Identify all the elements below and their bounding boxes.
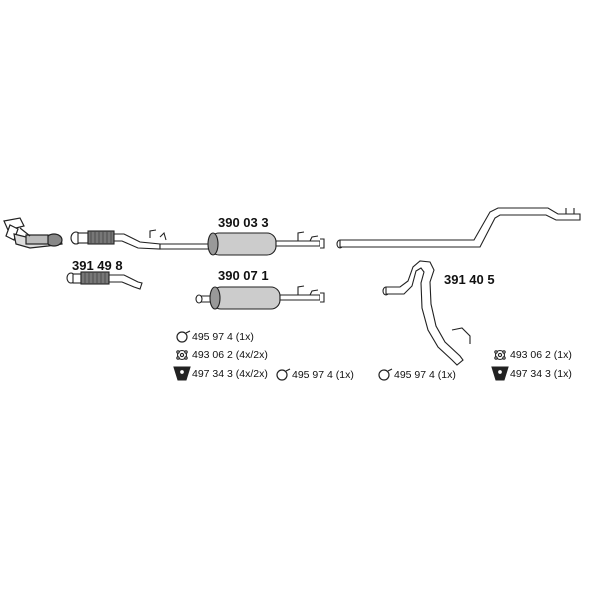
accessory-mount-label: 497 34 3 (4x/2x) <box>192 368 268 380</box>
pipe-clamp-icon <box>276 368 291 381</box>
accessory-clamp-label: 495 97 4 (1x) <box>292 369 354 381</box>
accessory-mount-label: 497 34 3 (1x) <box>510 368 572 380</box>
rubber-ring-icon <box>494 349 506 361</box>
accessory-clamp-label: 495 97 4 (1x) <box>394 369 456 381</box>
rear-pipe-part <box>382 260 471 366</box>
tail-pipe-part <box>336 207 581 249</box>
front-pipe-part <box>70 229 161 250</box>
downpipe-part <box>3 217 63 249</box>
flex-pipe-part <box>66 271 143 290</box>
accessory-ring-label: 493 06 2 (1x) <box>510 349 572 361</box>
pipe-clamp-icon <box>176 330 191 343</box>
rubber-mount-icon <box>173 366 191 381</box>
middle-silencer-part <box>159 231 325 256</box>
pipe-clamp-icon <box>378 368 393 381</box>
part-number-middle-silencer: 390 03 3 <box>218 215 269 230</box>
middle-silencer-alt-part <box>195 285 325 310</box>
rubber-ring-icon <box>176 349 188 361</box>
accessory-clamp-label: 495 97 4 (1x) <box>192 331 254 343</box>
part-number-front-pipe: 391 49 8 <box>72 258 123 273</box>
part-number-middle-silencer-alt: 390 07 1 <box>218 268 269 283</box>
part-number-rear-pipe: 391 40 5 <box>444 272 495 287</box>
accessory-ring-label: 493 06 2 (4x/2x) <box>192 349 268 361</box>
rubber-mount-icon <box>491 366 509 381</box>
